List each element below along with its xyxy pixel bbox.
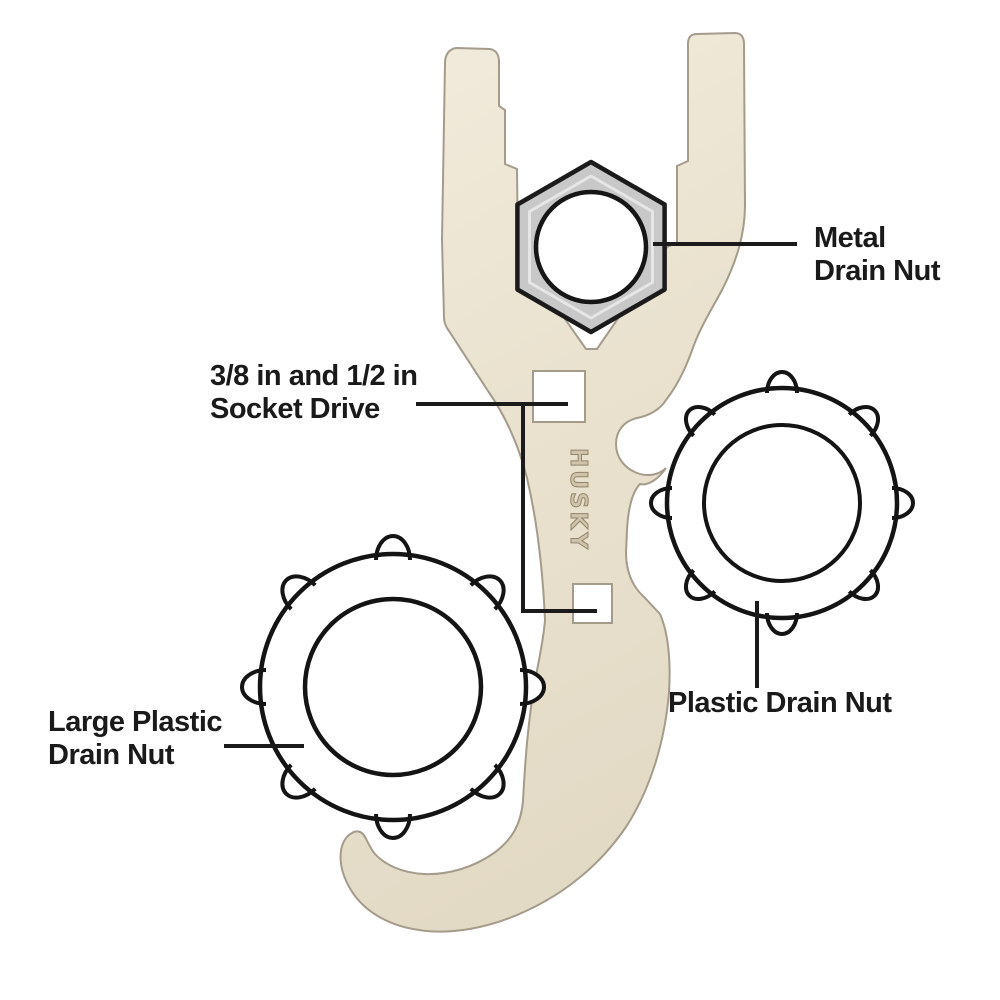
metal-drain-nut-label-line1: Metal [814, 222, 886, 254]
large-plastic-nut [240, 534, 546, 840]
plastic-nut-outer-ring [664, 385, 900, 621]
plastic-nut-inner-ring [702, 423, 862, 583]
plastic-drain-nut-label-text: Plastic Drain Nut [668, 687, 892, 719]
large-plastic-drain-nut-label: Large Plastic Drain Nut [48, 706, 223, 772]
leader-socket-drive [416, 402, 597, 613]
large-plastic-drain-nut-label-line2: Drain Nut [48, 739, 175, 771]
large-plastic-drain-nut-label-line1: Large Plastic [48, 706, 223, 738]
socket-drive-label-line1: 3/8 in and 1/2 in [210, 360, 418, 392]
metal-drain-nut-label-line2: Drain Nut [814, 255, 941, 287]
socket-drive-label: 3/8 in and 1/2 in Socket Drive [210, 360, 418, 426]
plastic-drain-nut-label: Plastic Drain Nut [668, 687, 892, 720]
hex-nut-bevel [528, 174, 654, 320]
brand-text: HUSKY [565, 448, 591, 552]
large-nut-inner-ring [302, 596, 484, 778]
plastic-nut [649, 370, 915, 636]
socket-drive-label-line2: Socket Drive [210, 393, 380, 425]
hex-nut-bore [533, 189, 649, 305]
large-nut-outer-ring [257, 551, 529, 823]
metal-drain-nut-label: Metal Drain Nut [814, 222, 941, 288]
hex-nut [515, 159, 667, 335]
